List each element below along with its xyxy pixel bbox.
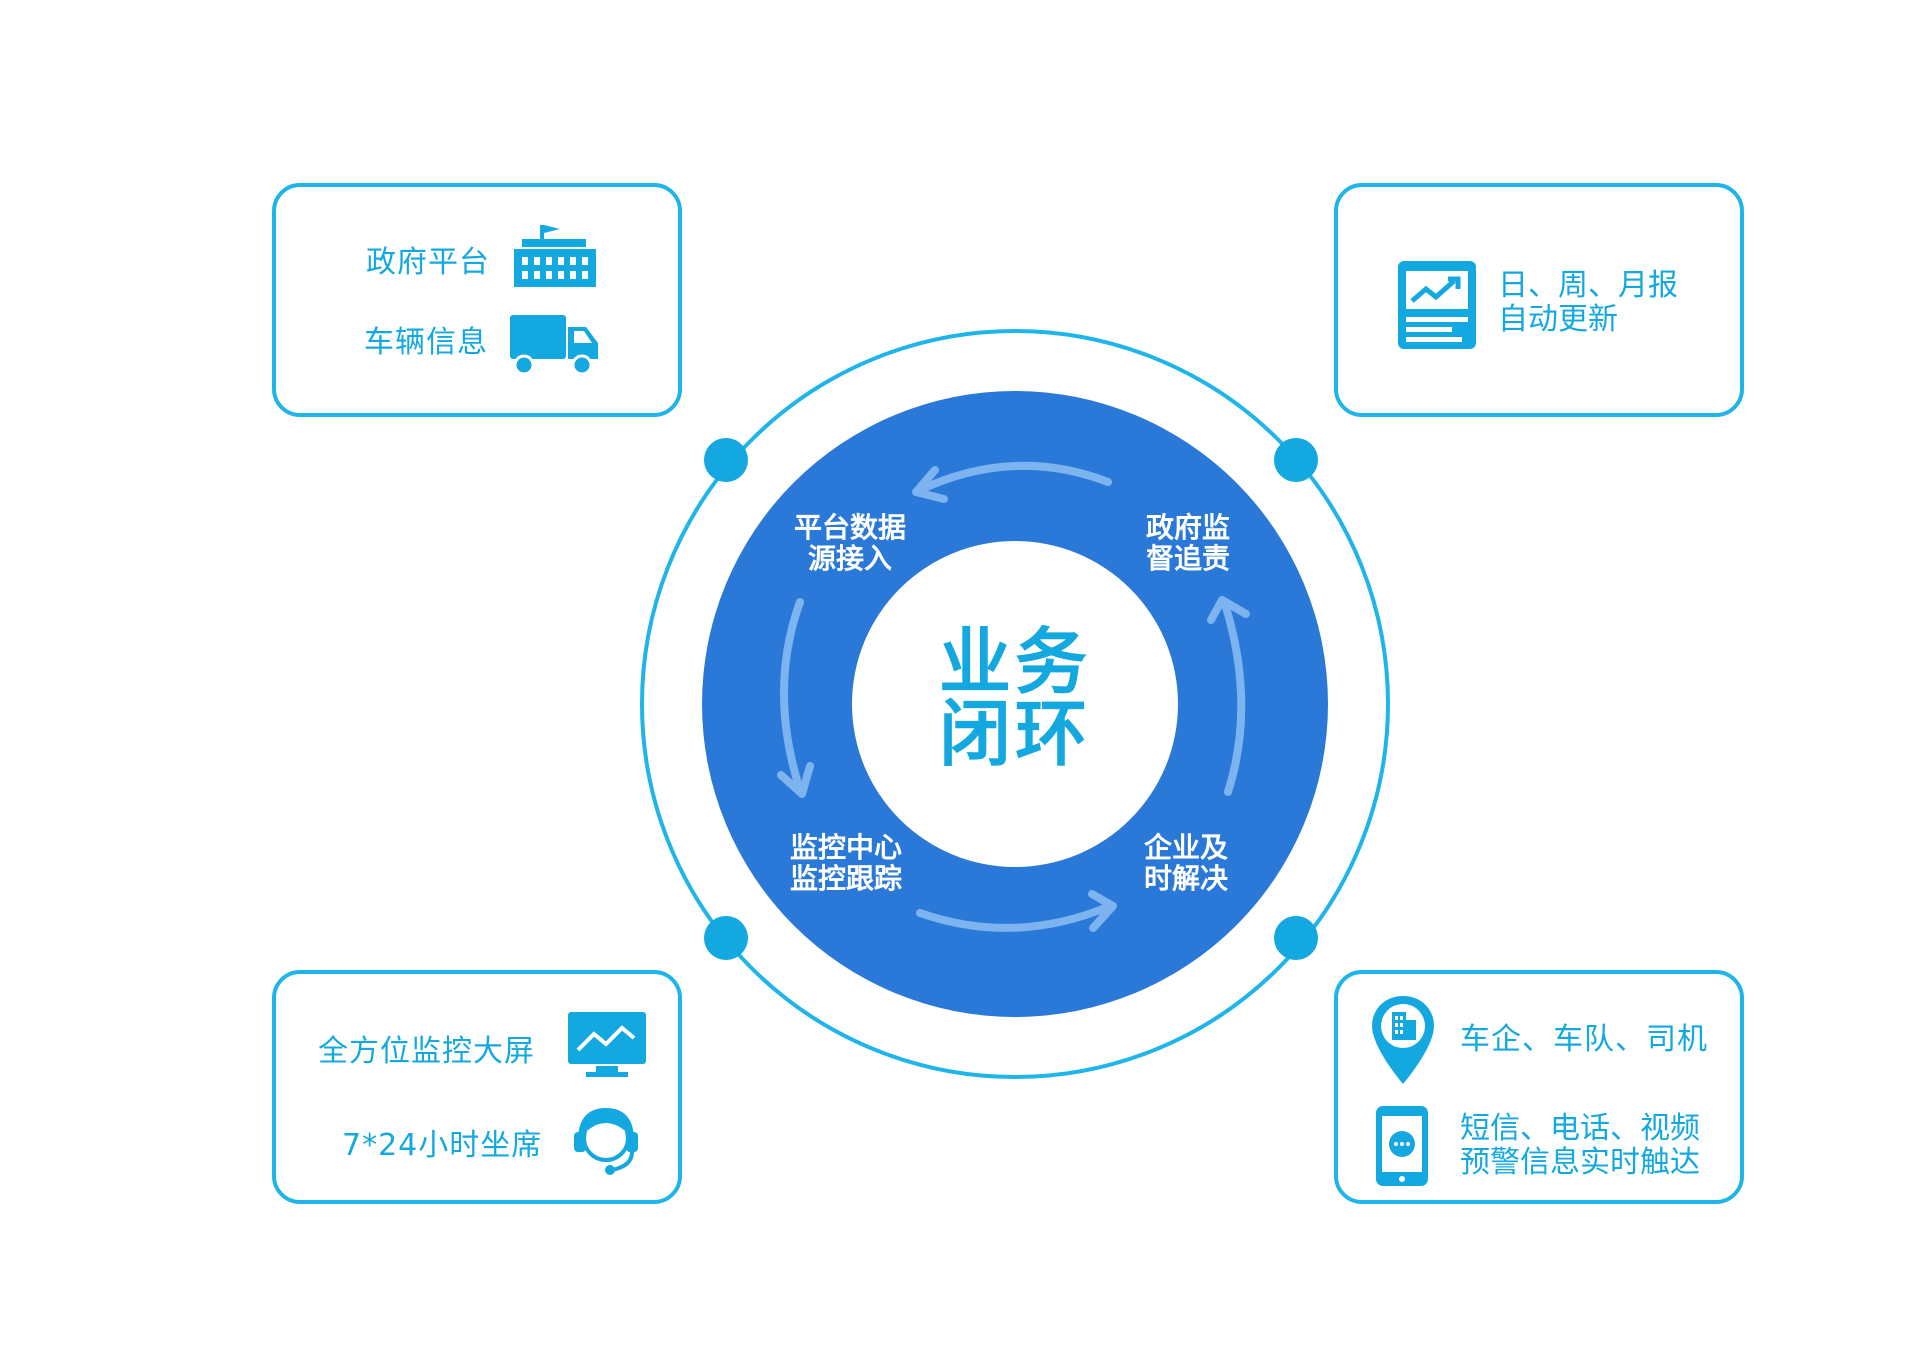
truck-icon — [510, 315, 598, 376]
card-monitoring: 全方位监控大屏 7*24小时坐席 — [272, 970, 682, 1204]
stage-text: 源接入 — [807, 542, 892, 575]
card-reports: 日、周、月报 自动更新 — [1334, 183, 1744, 417]
stage-text: 监控跟踪 — [789, 862, 902, 895]
outer-ring — [640, 329, 1390, 1079]
arrow-right-icon — [1221, 600, 1246, 796]
label-monitor-screen: 全方位监控大屏 — [318, 1034, 535, 1069]
arrow-left-icon — [780, 598, 804, 794]
donut-hole — [852, 541, 1178, 867]
monitor-screen-icon — [568, 1012, 646, 1077]
center-title: 业务 闭环 — [936, 626, 1094, 770]
government-building-icon — [514, 225, 596, 287]
stage-enterprise-resolution: 企业及 时解决 — [1116, 832, 1256, 894]
stage-text: 企业及 — [1143, 831, 1228, 864]
stage-text: 政府监 — [1145, 511, 1230, 544]
alert-channels-text: 短信、电话、视频 预警信息实时触达 — [1460, 1112, 1700, 1180]
arrow-top-icon — [916, 461, 1112, 494]
report-chart-icon — [1398, 261, 1476, 349]
stage-text: 时解决 — [1143, 862, 1228, 895]
label-recipients: 车企、车队、司机 — [1460, 1022, 1708, 1057]
report-line2: 自动更新 — [1498, 302, 1618, 337]
stage-monitoring-center: 监控中心 监控跟踪 — [776, 832, 916, 894]
stage-government-supervision: 政府监 督追责 — [1118, 512, 1258, 574]
label-24h-service: 7*24小时坐席 — [342, 1128, 543, 1163]
label-vehicle-info: 车辆信息 — [364, 325, 488, 360]
headset-icon — [574, 1107, 638, 1175]
connector-dot-bottom-right — [1274, 916, 1318, 960]
center-title-line2: 闭环 — [938, 692, 1091, 776]
alert-line2: 预警信息实时触达 — [1460, 1145, 1700, 1180]
stage-text: 监控中心 — [789, 831, 902, 864]
stage-text: 平台数据 — [793, 511, 906, 544]
location-pin-building-icon — [1372, 996, 1434, 1084]
stage-data-access: 平台数据 源接入 — [780, 512, 920, 574]
card-data-sources: 政府平台 车辆信息 — [272, 183, 682, 417]
report-text: 日、周、月报 自动更新 — [1498, 269, 1678, 337]
card-alerts: 车企、车队、司机 短信、电话、视频 预警信息实时触达 — [1334, 970, 1744, 1204]
connector-dot-bottom-left — [704, 916, 748, 960]
connector-dot-top-left — [704, 438, 748, 482]
report-line1: 日、周、月报 — [1498, 268, 1678, 303]
arrow-bottom-icon — [916, 902, 1114, 932]
cycle-arrows — [777, 461, 1250, 932]
label-government-platform: 政府平台 — [366, 245, 490, 280]
mobile-phone-message-icon — [1376, 1106, 1428, 1186]
connector-dot-top-right — [1274, 438, 1318, 482]
center-title-line1: 业务 — [938, 620, 1091, 704]
stage-text: 督追责 — [1145, 542, 1230, 575]
alert-line1: 短信、电话、视频 — [1460, 1111, 1700, 1146]
